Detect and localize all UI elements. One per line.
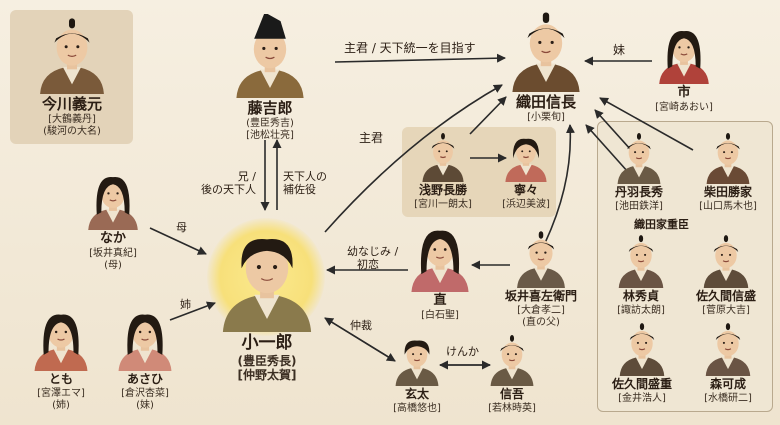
arrow-koichiro-to-nobunaga — [324, 84, 503, 233]
shingo-detail: [若林時英] — [488, 403, 536, 414]
koichiro-detail: (豊臣秀長) — [237, 354, 297, 368]
nao-name: 直 — [433, 293, 447, 308]
sakai-detail: [大倉孝二] — [517, 305, 565, 316]
nao-detail: [白石聖] — [421, 310, 459, 321]
tokichiro-detail: [池松壮亮] — [246, 130, 294, 141]
sakuma-morishige-detail: [金井浩人] — [618, 393, 666, 404]
label-quarrel: けんか — [446, 345, 479, 358]
sakuma-nobumori-name: 佐久間信盛 — [695, 289, 756, 303]
label-childhood-friend: 幼なじみ / 初恋 — [347, 245, 398, 271]
naka-detail: (母) — [104, 260, 122, 271]
shingo-portrait — [487, 332, 538, 386]
arrow-sakai-to-nobunaga — [544, 124, 575, 244]
label-mediator: 仲裁 — [350, 319, 372, 332]
sakai-detail: (直の父) — [522, 317, 560, 328]
ichi-name: 市 — [677, 85, 691, 100]
imagawa-detail: (駿河の大名) — [43, 126, 101, 137]
label-childhood-friend-l1: 幼なじみ / — [347, 245, 399, 258]
genta-name: 玄太 — [404, 387, 429, 401]
shibata-name: 柴田勝家 — [703, 185, 752, 199]
nene-portrait — [502, 130, 551, 182]
sakai-name: 坂井喜左衛門 — [504, 289, 577, 303]
label-aide-l1: 天下人の — [283, 170, 327, 183]
niwa-portrait — [614, 130, 665, 184]
ichi-portrait — [655, 22, 714, 84]
arrow-shibata-to-nobunaga — [599, 97, 694, 151]
label-aide: 天下人の 補佐役 — [283, 170, 327, 196]
tokichiro-detail: (豊臣秀吉) — [246, 118, 294, 129]
nobunaga-portrait — [506, 8, 586, 92]
shibata-detail: [山口馬木也] — [699, 201, 757, 212]
koichiro-name: 小一郎 — [241, 333, 293, 353]
genta-portrait — [392, 332, 443, 386]
tomo-portrait — [30, 305, 93, 371]
sakuma-nobumori-detail: [菅原大吉] — [702, 305, 750, 316]
label-older-brother-l1: 兄 / — [237, 170, 256, 183]
tomo-name: とも — [48, 372, 73, 386]
label-older-brother-l2: 後の天下人 — [201, 183, 256, 196]
arrow-koichiro-to-genta-rev — [324, 317, 396, 362]
koichiro-detail: [仲野太賀] — [237, 368, 297, 382]
arrow-niwa-to-nobunaga — [585, 124, 629, 173]
tokichiro-name: 藤吉郎 — [247, 99, 293, 117]
sakuma-nobumori-portrait — [700, 232, 753, 288]
sakuma-morishige-name: 佐久間盛重 — [611, 377, 672, 391]
naka-name: なか — [99, 231, 126, 246]
sakai-portrait — [513, 228, 570, 288]
asahi-name: あさひ — [126, 372, 163, 386]
label-sister: 妹 — [613, 43, 626, 57]
shibata-portrait — [703, 130, 754, 184]
mori-name: 森可成 — [709, 377, 746, 391]
nene-detail: [浜辺美波] — [502, 199, 550, 210]
asano-detail: [宮川一朗太] — [414, 199, 472, 210]
tomo-detail: (姉) — [52, 400, 70, 411]
niwa-detail: [池田鉄洋] — [615, 201, 663, 212]
nao-portrait — [406, 220, 474, 292]
hayashi-detail: [諏訪太朗] — [617, 305, 665, 316]
label-oda-retainers: 織田家重臣 — [634, 218, 689, 231]
nobunaga-name: 織田信長 — [515, 93, 576, 111]
asano-portrait — [419, 130, 468, 182]
genta-detail: [高橋悠也] — [393, 403, 441, 414]
imagawa-portrait — [34, 14, 110, 94]
koichiro-portrait — [215, 222, 320, 332]
imagawa-detail: [大鶴義丹] — [48, 114, 96, 125]
hayashi-portrait — [615, 232, 668, 288]
niwa-name: 丹羽長秀 — [614, 185, 663, 199]
sakuma-morishige-portrait — [616, 320, 669, 376]
tomo-detail: [宮澤エマ] — [37, 388, 85, 399]
ichi-detail: [宮崎あおい] — [655, 102, 713, 113]
mori-detail: [水橋研二] — [704, 393, 752, 404]
label-childhood-friend-l2: 初恋 — [357, 258, 379, 271]
naka-portrait — [84, 168, 143, 230]
arrow-sister-to-koichiro — [169, 301, 216, 321]
arrow-asano-to-nobunaga — [469, 96, 507, 135]
imagawa-name: 今川義元 — [41, 95, 102, 113]
shingo-name: 信吾 — [499, 387, 524, 401]
arrow-naka-to-koichiro — [149, 227, 207, 255]
nobunaga-detail: [小栗旬] — [527, 112, 565, 123]
asahi-portrait — [114, 305, 177, 371]
label-lord: 主君 — [359, 131, 384, 145]
asahi-detail: (妹) — [136, 400, 154, 411]
label-lord-unify: 主君 / 天下統一を目指す — [344, 41, 476, 55]
label-mother: 母 — [176, 221, 187, 234]
tokichiro-portrait — [230, 12, 310, 98]
mori-portrait — [702, 320, 755, 376]
label-older-sister: 姉 — [180, 298, 191, 311]
nene-name: 寧々 — [513, 183, 538, 197]
arrow-tokichiro-to-nobunaga — [334, 53, 506, 63]
hayashi-name: 林秀貞 — [622, 289, 659, 303]
asahi-detail: [倉沢杏菜] — [121, 388, 169, 399]
label-older-brother: 兄 / 後の天下人 — [188, 170, 256, 196]
asano-name: 浅野長勝 — [418, 183, 467, 197]
label-aide-l2: 補佐役 — [283, 183, 316, 196]
naka-detail: [坂井真紀] — [89, 248, 137, 259]
